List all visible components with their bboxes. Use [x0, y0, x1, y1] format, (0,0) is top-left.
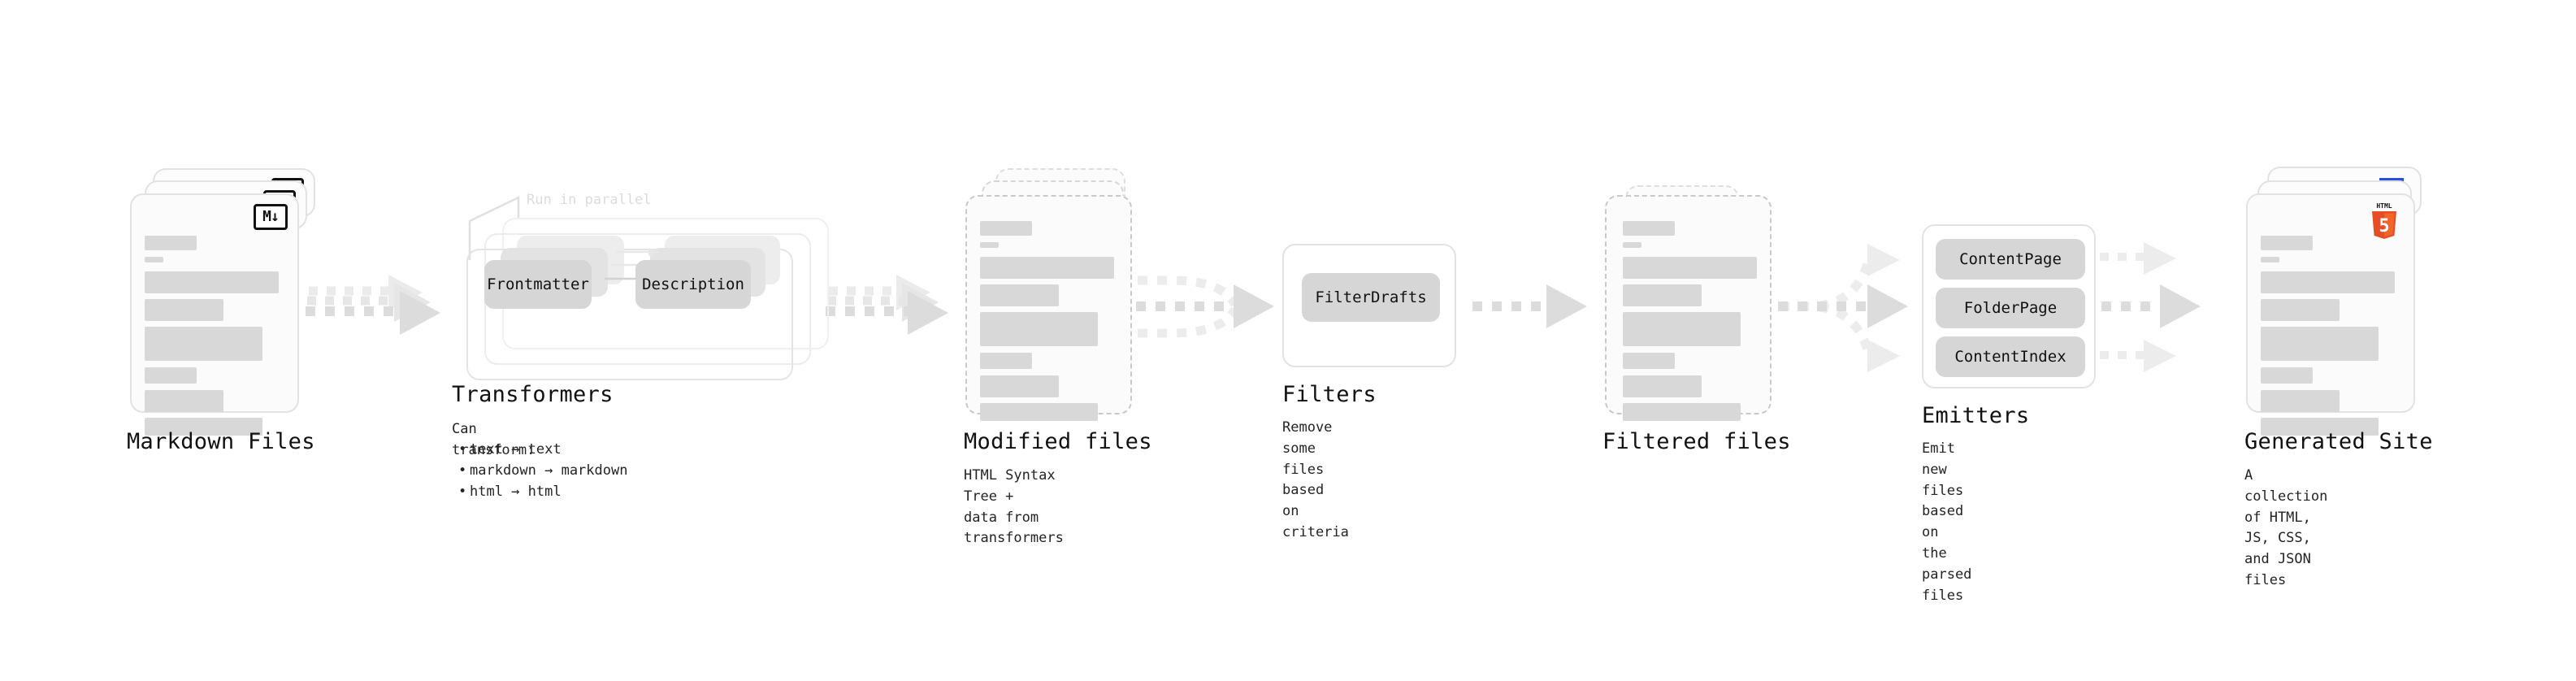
emitters-box: ContentPage FolderPage ContentIndex	[1922, 224, 2096, 388]
modified-card-front	[965, 195, 1132, 421]
transformers-capability-item: markdown → markdown	[452, 461, 627, 482]
skeleton-bar	[1623, 284, 1702, 306]
svg-text:HTML: HTML	[2376, 202, 2392, 210]
skeleton-bar	[1623, 221, 1675, 236]
filtered-files-title: Filtered files	[1602, 429, 1791, 454]
skeleton-bar	[2261, 299, 2340, 321]
skeleton-bar	[1623, 312, 1741, 346]
skeleton-bar	[145, 299, 223, 321]
arrow-filters-to-filtered	[1472, 284, 1587, 328]
arrow-modified-to-filters	[1136, 275, 1274, 338]
transformers-capability-list: text → text markdown → markdown html → h…	[452, 440, 627, 502]
skeleton-bar	[980, 242, 999, 248]
skeleton-bar	[2261, 257, 2279, 262]
skeleton-bar	[1623, 375, 1702, 397]
skeleton-bar	[980, 257, 1114, 279]
filter-pill-filterdrafts[interactable]: FilterDrafts	[1302, 273, 1440, 322]
skeleton-bar	[1623, 242, 1641, 248]
markdown-badge: M↓	[254, 204, 288, 230]
emitters-subtitle: Emit new files based on the parsed files	[1922, 440, 1972, 604]
modified-files-title: Modified files	[964, 429, 1152, 454]
generated-site-subtitle: A collection of HTML, JS, CSS, and JSON …	[2244, 467, 2328, 589]
arrow-emitters-to-site	[2082, 242, 2201, 372]
skeleton-bar	[145, 390, 223, 412]
arrow-markdown-to-transformers	[306, 275, 440, 335]
emitter-pill-contentindex[interactable]: ContentIndex	[1936, 336, 2085, 377]
skeleton-bar	[2261, 367, 2313, 384]
filters-box: FilterDrafts	[1282, 244, 1456, 367]
emitter-pill-contentpage[interactable]: ContentPage	[1936, 239, 2085, 280]
skeleton-bar	[1623, 257, 1757, 279]
filters-title: Filters	[1282, 382, 1377, 407]
skeleton-bar	[145, 327, 262, 361]
transformers-capability-item: text → text	[452, 440, 627, 461]
skeleton-bar	[145, 367, 197, 384]
transformers-title: Transformers	[452, 382, 614, 407]
skeleton-bar	[1623, 353, 1675, 369]
skeleton-bar	[980, 312, 1098, 346]
skeleton-bar	[980, 221, 1032, 236]
transformer-panel-front	[466, 249, 793, 380]
html5-badge: HTML 5	[2366, 200, 2402, 242]
skeleton-bar	[1623, 403, 1741, 421]
markdown-files-title: Markdown Files	[127, 429, 315, 454]
emitter-pill-folderpage[interactable]: FolderPage	[1936, 288, 2085, 328]
skeleton-bar	[145, 271, 279, 293]
skeleton-bar	[2261, 271, 2395, 293]
skeleton-bar	[980, 284, 1059, 306]
arrow-transformers-to-modified	[826, 275, 948, 335]
html5-badge-number: 5	[2379, 216, 2389, 236]
transformer-pill-frontmatter[interactable]: Frontmatter	[484, 260, 592, 309]
generated-site-card-front: HTML 5	[2246, 193, 2415, 436]
modified-files-subtitle: HTML Syntax Tree + data from transformer…	[964, 467, 1064, 547]
skeleton-bar	[980, 375, 1059, 397]
skeleton-bar	[980, 353, 1032, 369]
filtered-card-front	[1605, 195, 1772, 421]
skeleton-bar	[145, 257, 163, 262]
markdown-card-front: M↓	[130, 193, 299, 436]
skeleton-bar	[2261, 390, 2340, 412]
skeleton-bar	[2261, 418, 2379, 436]
skeleton-bar	[980, 403, 1098, 421]
skeleton-bar	[2261, 236, 2313, 250]
emitters-title: Emitters	[1922, 403, 2030, 428]
run-in-parallel-label: Run in parallel	[527, 192, 652, 208]
skeleton-bar	[145, 236, 197, 250]
skeleton-bar	[2261, 327, 2379, 361]
skeleton-bar	[145, 418, 262, 436]
filters-subtitle: Remove some files based on criteria	[1282, 419, 1349, 541]
transformers-capability-item: html → html	[452, 482, 627, 503]
generated-site-title: Generated Site	[2244, 429, 2433, 454]
transformer-pill-description[interactable]: Description	[635, 260, 751, 309]
arrow-filtered-to-emitters	[1778, 244, 1908, 372]
